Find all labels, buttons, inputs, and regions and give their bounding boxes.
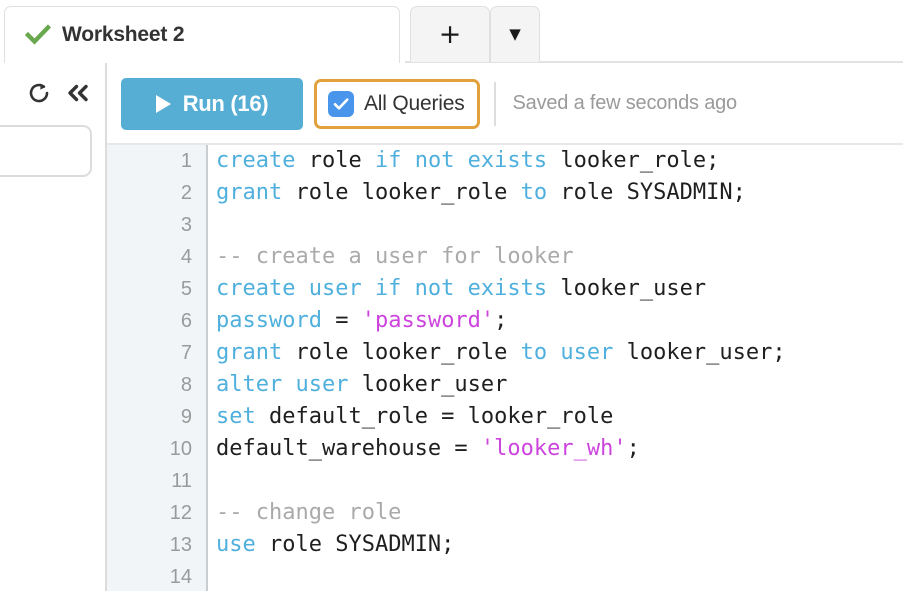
line-number: 6	[107, 305, 206, 337]
code-line[interactable]: 9set default_role = looker_role	[107, 401, 903, 433]
all-queries-label: All Queries	[364, 92, 465, 116]
code-token: role SYSADMIN;	[256, 532, 455, 557]
line-number: 2	[107, 177, 206, 209]
line-number: 13	[107, 529, 206, 561]
code-token: =	[322, 308, 362, 333]
code-line[interactable]: 8alter user looker_user	[107, 369, 903, 401]
code-token: grant	[216, 180, 282, 205]
code-line[interactable]: 11	[107, 465, 903, 497]
code-token: if not exists	[375, 148, 547, 173]
checkbox-checked-icon	[328, 91, 354, 117]
line-number: 3	[107, 209, 206, 241]
line-number: 9	[107, 401, 206, 433]
play-triangle-icon	[156, 95, 171, 113]
code-token: default_warehouse =	[216, 436, 481, 461]
add-worksheet-button[interactable]: +	[410, 6, 490, 62]
tab-label: Worksheet 2	[62, 23, 184, 47]
green-check-icon	[25, 22, 51, 48]
code-token: ;	[627, 436, 640, 461]
code-line-text: grant role looker_role to user looker_us…	[206, 337, 786, 369]
code-token: role	[295, 148, 374, 173]
code-token: create	[216, 148, 295, 173]
code-line[interactable]: 12 -- change role	[107, 497, 903, 529]
saved-status-text: Saved a few seconds ago	[513, 92, 737, 115]
code-line[interactable]: 1create role if not exists looker_role;	[107, 145, 903, 177]
code-token: default_role = looker_role	[256, 404, 614, 429]
code-token: alter user	[216, 372, 348, 397]
code-line[interactable]: 7grant role looker_role to user looker_u…	[107, 337, 903, 369]
code-token: 'password'	[362, 308, 494, 333]
worksheet-menu-button[interactable]: ▼	[490, 6, 540, 62]
left-panel-icon-row	[0, 73, 105, 113]
code-token: to	[521, 180, 548, 205]
code-line-text: use role SYSADMIN;	[206, 529, 454, 561]
line-number: 1	[107, 145, 206, 177]
code-line[interactable]: 10default_warehouse = 'looker_wh';	[107, 433, 903, 465]
code-token: grant	[216, 340, 282, 365]
left-panel	[0, 63, 105, 591]
search-input[interactable]	[0, 125, 92, 177]
code-token: create user if not exists	[216, 276, 547, 301]
code-line-text: create role if not exists looker_role;	[206, 145, 719, 177]
line-number: 14	[107, 561, 206, 591]
code-line[interactable]: 14	[107, 561, 903, 591]
code-line-text: -- change role	[206, 497, 401, 529]
code-line[interactable]: 5create user if not exists looker_user	[107, 273, 903, 305]
code-line-text: -- create a user for looker	[206, 241, 574, 273]
code-token: password	[216, 308, 322, 333]
code-line[interactable]: 13use role SYSADMIN;	[107, 529, 903, 561]
refresh-icon[interactable]	[27, 81, 51, 105]
line-number: 5	[107, 273, 206, 305]
line-number: 8	[107, 369, 206, 401]
code-token: -- create a user for looker	[216, 244, 574, 269]
code-token: looker_user	[547, 276, 706, 301]
code-content[interactable]: 1create role if not exists looker_role;2…	[107, 145, 903, 591]
run-button[interactable]: Run (16)	[121, 78, 303, 130]
run-button-label: Run (16)	[183, 91, 269, 117]
code-line[interactable]: 3	[107, 209, 903, 241]
line-number: 11	[107, 465, 206, 497]
code-token: role looker_role	[282, 180, 520, 205]
line-number: 12	[107, 497, 206, 529]
code-line-text: password = 'password';	[206, 305, 507, 337]
code-token: role looker_role	[282, 340, 520, 365]
toolbar-divider	[494, 82, 496, 126]
code-line[interactable]: 6password = 'password';	[107, 305, 903, 337]
code-line-text: alter user looker_user	[206, 369, 507, 401]
sql-editor[interactable]: 1create role if not exists looker_role;2…	[107, 145, 903, 591]
double-chevron-left-icon[interactable]	[65, 81, 91, 105]
code-line-text: set default_role = looker_role	[206, 401, 613, 433]
code-token: set	[216, 404, 256, 429]
line-number: 7	[107, 337, 206, 369]
code-line-text: create user if not exists looker_user	[206, 273, 706, 305]
code-line[interactable]: 2grant role looker_role to role SYSADMIN…	[107, 177, 903, 209]
chevron-down-icon: ▼	[509, 27, 521, 42]
line-number: 4	[107, 241, 206, 273]
code-token: role SYSADMIN;	[547, 180, 746, 205]
code-token: to user	[521, 340, 614, 365]
code-token: looker_user	[348, 372, 507, 397]
plus-icon: +	[439, 21, 462, 48]
code-line-text: grant role looker_role to role SYSADMIN;	[206, 177, 746, 209]
code-token: -- change role	[216, 500, 401, 525]
line-number: 10	[107, 433, 206, 465]
editor-toolbar: Run (16) All Queries Saved a few seconds…	[107, 63, 903, 144]
tab-worksheet-2[interactable]: Worksheet 2	[4, 6, 400, 63]
code-token: 'looker_wh'	[481, 436, 627, 461]
code-line[interactable]: 4 -- create a user for looker	[107, 241, 903, 273]
code-token: looker_role;	[547, 148, 719, 173]
code-line-text: default_warehouse = 'looker_wh';	[206, 433, 640, 465]
code-token: use	[216, 532, 256, 557]
all-queries-checkbox[interactable]: All Queries	[314, 79, 480, 129]
code-token: ;	[494, 308, 507, 333]
code-token: looker_user;	[613, 340, 785, 365]
tab-strip: Worksheet 2 + ▼	[0, 0, 903, 63]
